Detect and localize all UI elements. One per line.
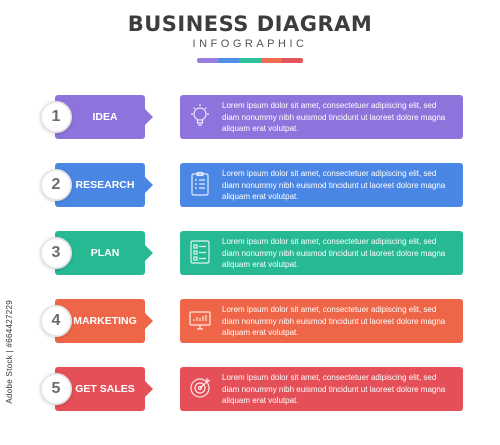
step-number-badge: 2: [40, 169, 72, 201]
target-icon: [190, 378, 210, 398]
step-number-badge: 1: [40, 101, 72, 133]
step-description-box: Lorem ipsum dolor sit amet, consectetuer…: [180, 231, 463, 275]
lightbulb-icon: [191, 104, 209, 126]
side-credit-text: Adobe Stock | #664427229: [5, 300, 14, 404]
step-description-box: Lorem ipsum dolor sit amet, consectetuer…: [180, 95, 463, 139]
color-bar: [197, 58, 303, 63]
step-row: GET SALES 5 Lorem ipsum dolor sit amet, …: [40, 367, 465, 413]
color-bar-segment: [218, 58, 240, 63]
step-description-box: Lorem ipsum dolor sit amet, consectetuer…: [180, 367, 463, 411]
step-label: GET SALES: [75, 383, 135, 395]
step-description-box: Lorem ipsum dolor sit amet, consectetuer…: [180, 163, 463, 207]
step-number-badge: 3: [40, 237, 72, 269]
step-row: PLAN 3 Lorem ipsum dolor sit amet, conse…: [40, 231, 465, 277]
step-number-badge: 5: [40, 373, 72, 405]
diagram-subtitle: INFOGRAPHIC: [192, 38, 308, 50]
clipboard-icon: [191, 171, 209, 196]
color-bar-segment: [239, 58, 261, 63]
step-description: Lorem ipsum dolor sit amet, consectetuer…: [222, 237, 446, 269]
step-description: Lorem ipsum dolor sit amet, consectetuer…: [222, 373, 446, 405]
step-row: MARKETING 4 Lorem ipsum dolor sit amet, …: [40, 299, 465, 345]
step-row: RESEARCH 2 Lorem ipsum dolor sit amet, c…: [40, 163, 465, 209]
step-label: MARKETING: [73, 315, 137, 327]
step-label: PLAN: [90, 247, 120, 259]
checklist-icon: [190, 240, 210, 264]
monitor-chart-icon: [189, 311, 211, 330]
color-bar-segment: [260, 58, 282, 63]
step-description: Lorem ipsum dolor sit amet, consectetuer…: [222, 169, 446, 201]
step-description: Lorem ipsum dolor sit amet, consectetuer…: [222, 101, 446, 133]
step-row: IDEA 1 Lorem ipsum dolor sit amet, conse…: [40, 95, 465, 141]
color-bar-segment: [197, 58, 219, 63]
step-label: RESEARCH: [75, 179, 135, 191]
color-bar-segment: [281, 58, 303, 63]
step-number-badge: 4: [40, 305, 72, 337]
step-description-box: Lorem ipsum dolor sit amet, consectetuer…: [180, 299, 463, 343]
step-label: IDEA: [92, 111, 118, 123]
step-description: Lorem ipsum dolor sit amet, consectetuer…: [222, 305, 446, 337]
diagram-title: BUSINESS DIAGRAM: [127, 12, 373, 36]
step-tab: GET SALES: [55, 367, 153, 411]
